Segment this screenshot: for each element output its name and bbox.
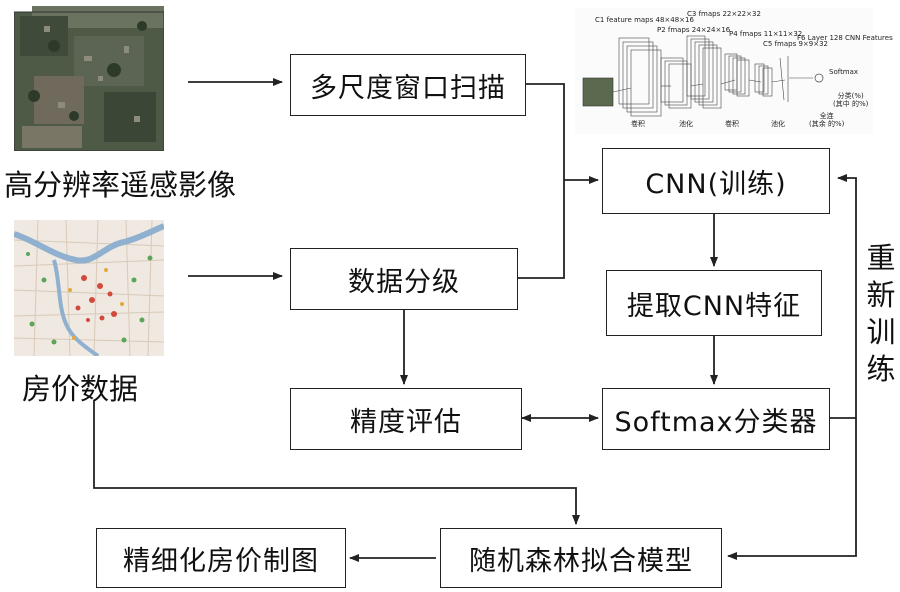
remote-sensing-image bbox=[14, 6, 164, 151]
cnn-output-label: 分类(%) (其中 的%) bbox=[833, 92, 869, 108]
retrain-loop bbox=[830, 174, 857, 419]
cnn-architecture-figure: C1 feature maps 48×48×16 P2 fmaps 24×24×… bbox=[575, 8, 893, 134]
arrow-to-random-forest bbox=[727, 418, 857, 560]
retrain-char-4: 练 bbox=[866, 352, 896, 386]
accuracy-evaluation-box: 精度评估 bbox=[290, 388, 522, 450]
cnn-softmax-label: Softmax bbox=[829, 68, 859, 76]
remote-sensing-label: 高分辨率遥感影像 bbox=[4, 168, 237, 202]
extract-cnn-features-box: 提取CNN特征 bbox=[606, 270, 822, 336]
cnn-p4-label: P4 fmaps 11×11×32 bbox=[729, 30, 803, 38]
retrain-char-3: 训 bbox=[866, 315, 896, 349]
random-forest-model-box: 随机森林拟合模型 bbox=[440, 528, 722, 588]
house-price-map bbox=[14, 220, 164, 356]
cnn-p2-label: P2 fmaps 24×24×16 bbox=[657, 26, 731, 34]
merge-line bbox=[518, 83, 565, 279]
cnn-pool2-label: 池化 bbox=[771, 120, 785, 128]
retrain-label: 重 新 训 练 bbox=[864, 240, 898, 388]
multiscale-scan-box: 多尺度窗口扫描 bbox=[290, 54, 526, 116]
cnn-layers-graphic bbox=[582, 35, 824, 117]
softmax-classifier-box: Softmax分类器 bbox=[602, 388, 830, 450]
fine-price-mapping-box: 精细化房价制图 bbox=[96, 528, 346, 588]
retrain-char-1: 重 bbox=[866, 241, 896, 275]
cnn-conv2-label: 卷积 bbox=[725, 120, 739, 128]
cnn-c3-label: C3 fmaps 22×22×32 bbox=[687, 10, 761, 18]
cnn-f6-label: F6 Layer 128 CNN Features bbox=[797, 34, 893, 42]
cnn-pool1-label: 池化 bbox=[679, 120, 693, 128]
cnn-c1-label: C1 feature maps 48×48×16 bbox=[595, 16, 694, 24]
cnn-fc-label: 全连 (其余 的%) bbox=[809, 112, 845, 128]
arrow-price-to-rf bbox=[93, 400, 580, 525]
retrain-char-2: 新 bbox=[866, 278, 896, 312]
cnn-training-box: CNN(训练) bbox=[602, 148, 830, 214]
cnn-conv1-label: 卷积 bbox=[631, 120, 645, 128]
house-price-label: 房价数据 bbox=[22, 372, 139, 406]
data-grading-box: 数据分级 bbox=[290, 248, 518, 310]
cnn-c5-label: C5 fmaps 9×9×32 bbox=[763, 40, 828, 48]
